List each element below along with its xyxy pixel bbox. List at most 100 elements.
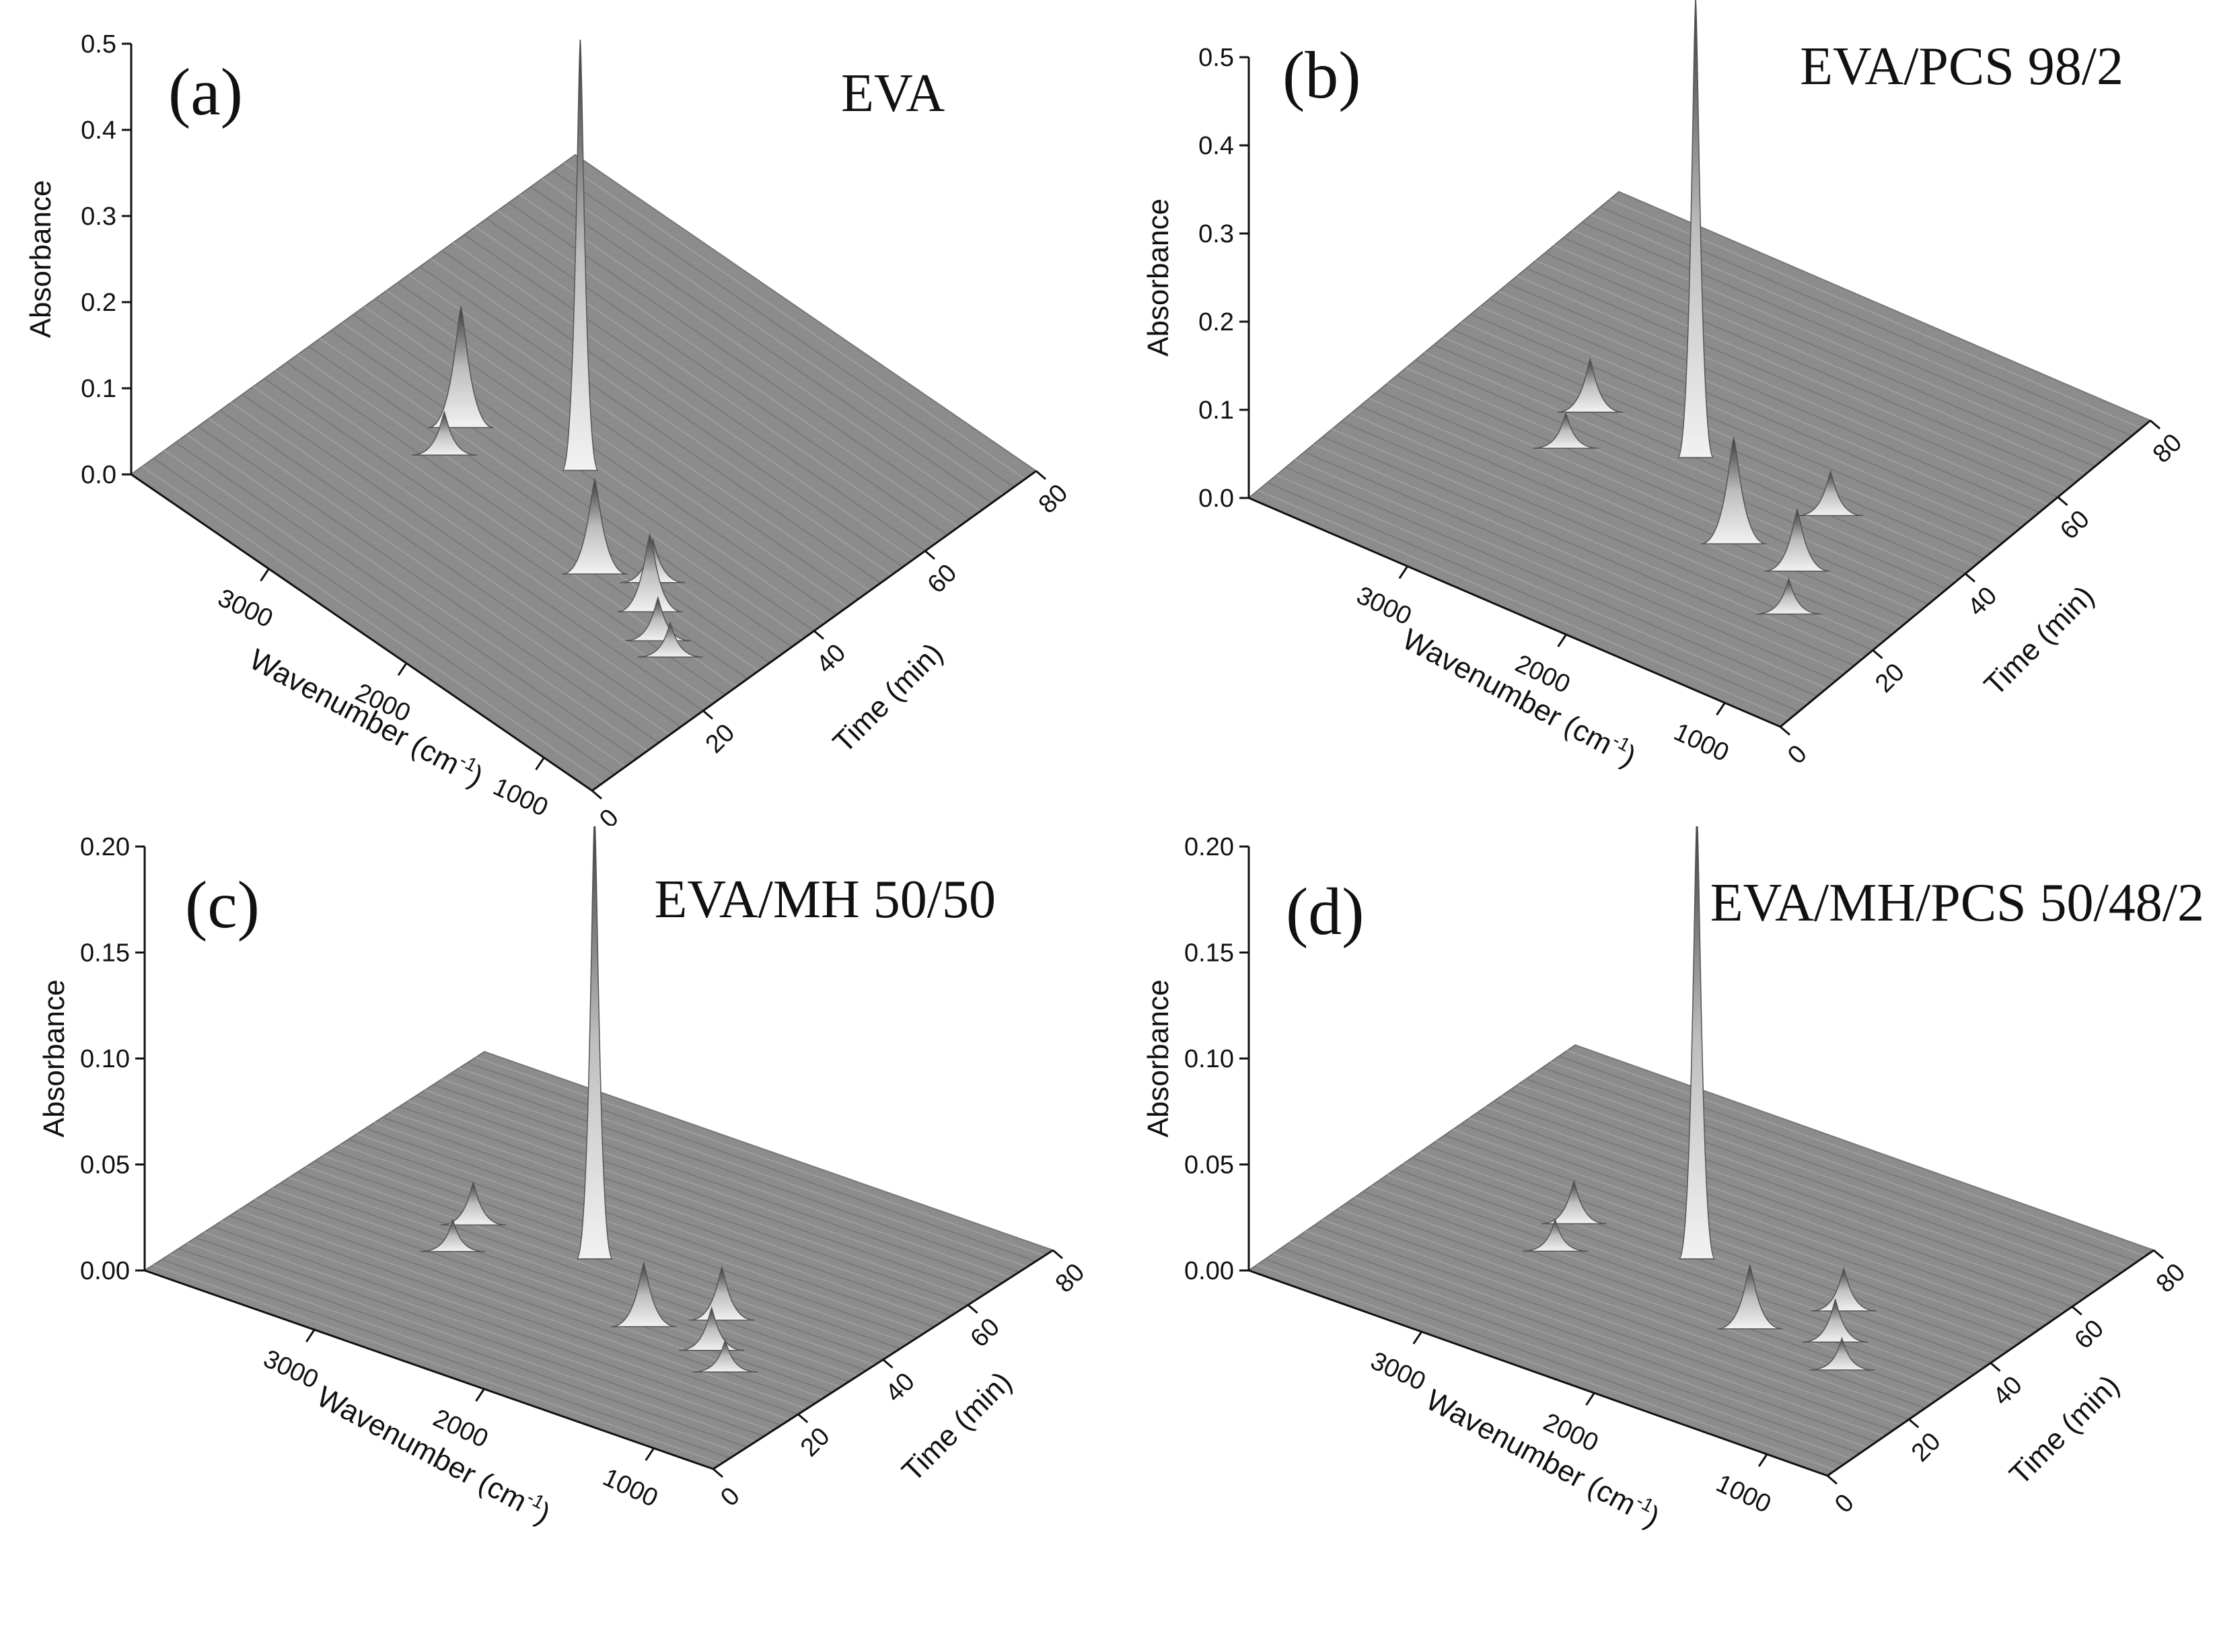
panel-label: (c) (185, 867, 260, 942)
y-tick-label: 40 (1988, 1371, 2028, 1411)
spectrum-row (1412, 1157, 1991, 1364)
z-axis-title: Absorbance (38, 980, 71, 1138)
y-tick (2153, 1249, 2164, 1260)
spectrum-row (1273, 1252, 1852, 1460)
spectrum-row (390, 1111, 960, 1312)
y-tick-label: 40 (880, 1367, 920, 1408)
spectrum-row (297, 1171, 867, 1371)
y-tick-label: 0 (1782, 740, 1813, 770)
spectrum-row (1305, 1230, 1885, 1437)
x-tick (535, 757, 545, 770)
spectrum-row (330, 330, 793, 648)
spectrum-row (1321, 1219, 1901, 1426)
z-tick-label: 0.2 (81, 289, 116, 317)
absorbance-peak (1809, 1336, 1875, 1371)
panel-title: EVA (841, 64, 945, 123)
absorbance-peak (1701, 436, 1767, 544)
spectrum-row (1572, 229, 2105, 460)
spectrum-row (1264, 1258, 1844, 1466)
z-tick-label: 0.05 (1184, 1151, 1234, 1180)
z-tick-label: 0.20 (80, 833, 130, 861)
spectrum-row (1297, 1235, 1877, 1443)
y-tick-label: 20 (795, 1422, 836, 1462)
x-tick (645, 1447, 655, 1462)
x-axis-line (144, 1269, 714, 1470)
spectrum-row (1406, 367, 1938, 598)
x-axis-line (1248, 1269, 1828, 1477)
absorbance-peak (1677, 0, 1714, 458)
spectrum-row (1517, 1083, 2097, 1291)
spectrum-row (1534, 1072, 2113, 1279)
spectrum-row (1330, 1213, 1910, 1421)
spectrum-row (1295, 459, 1827, 690)
spectrum-row (1591, 214, 2123, 445)
spectrum-row (1387, 1174, 1967, 1381)
x-tick-label: 3000 (1367, 1346, 1430, 1396)
spectrum-row (1281, 1247, 1860, 1454)
x-tick (397, 662, 408, 676)
absorbance-peak (1557, 357, 1623, 413)
y-tick (591, 789, 602, 800)
y-tick-label: 60 (2069, 1314, 2109, 1355)
spectrum-row (289, 1176, 858, 1377)
y-tick (967, 1304, 978, 1314)
spectrum-row (1332, 428, 1864, 659)
absorbance-peak (1803, 1297, 1868, 1343)
spectrum-row (416, 1095, 986, 1295)
z-tick-label: 0.10 (80, 1045, 130, 1073)
spectrum-row (1566, 1050, 2146, 1257)
y-tick (2057, 496, 2068, 506)
spectrum-row (552, 170, 1015, 488)
spectrum-row (541, 178, 1004, 496)
spectrum-row (175, 441, 637, 760)
y-tick-label: 80 (2151, 1258, 2191, 1299)
z-axis-title: Absorbance (24, 180, 57, 338)
spectrum-row (1517, 275, 2049, 506)
x-tick-label: 1000 (1712, 1469, 1775, 1519)
spectrum-row (141, 466, 604, 783)
spectrum-row (1525, 1078, 2105, 1285)
spectrum-row (1289, 1242, 1868, 1449)
spectrum-row (308, 346, 770, 663)
y-tick-label: 60 (922, 559, 963, 599)
z-tick-label: 0.00 (80, 1257, 130, 1285)
spectrum-row (340, 1144, 909, 1344)
spectrum-row (1460, 1123, 2040, 1330)
spectrum-row (452, 242, 915, 560)
spectrum-row (1276, 474, 1809, 705)
spectrum-row (1256, 1264, 1836, 1471)
absorbance-peak (1798, 470, 1863, 516)
z-tick-label: 0.5 (81, 30, 116, 59)
spectrum-row (1558, 1055, 2138, 1262)
absorbance-peak (1717, 1263, 1783, 1330)
spectrum-row (497, 210, 959, 528)
spectrum-row (1338, 1207, 1918, 1414)
spectrum-row (178, 1248, 748, 1448)
y-tick-label: 60 (2055, 505, 2095, 545)
spectrum-row (1493, 1100, 2073, 1307)
panel-label: (a) (168, 55, 243, 129)
spectrum-row (341, 322, 804, 640)
spectrum-rows (1248, 1044, 2154, 1476)
spectrum-row (331, 1149, 901, 1350)
spectrum-row (530, 186, 992, 504)
spectrum-row (1313, 1225, 1893, 1431)
spectrum-row (1535, 260, 2068, 491)
spectrum-row (319, 338, 782, 655)
absorbance-peak (562, 477, 628, 575)
absorbance-peak (1678, 826, 1716, 1260)
x-tick-label: 1000 (488, 773, 552, 822)
spectrum-row (1404, 1162, 1983, 1369)
spectrum-row (272, 1188, 841, 1388)
spectrum-row (1415, 359, 1947, 590)
y-tick-label: 20 (1870, 658, 1910, 698)
z-tick-label: 0.10 (1184, 1045, 1234, 1073)
panel-label: (d) (1286, 874, 1365, 949)
y-tick-label: 20 (1906, 1427, 1947, 1468)
spectrum-row (1544, 252, 2077, 482)
